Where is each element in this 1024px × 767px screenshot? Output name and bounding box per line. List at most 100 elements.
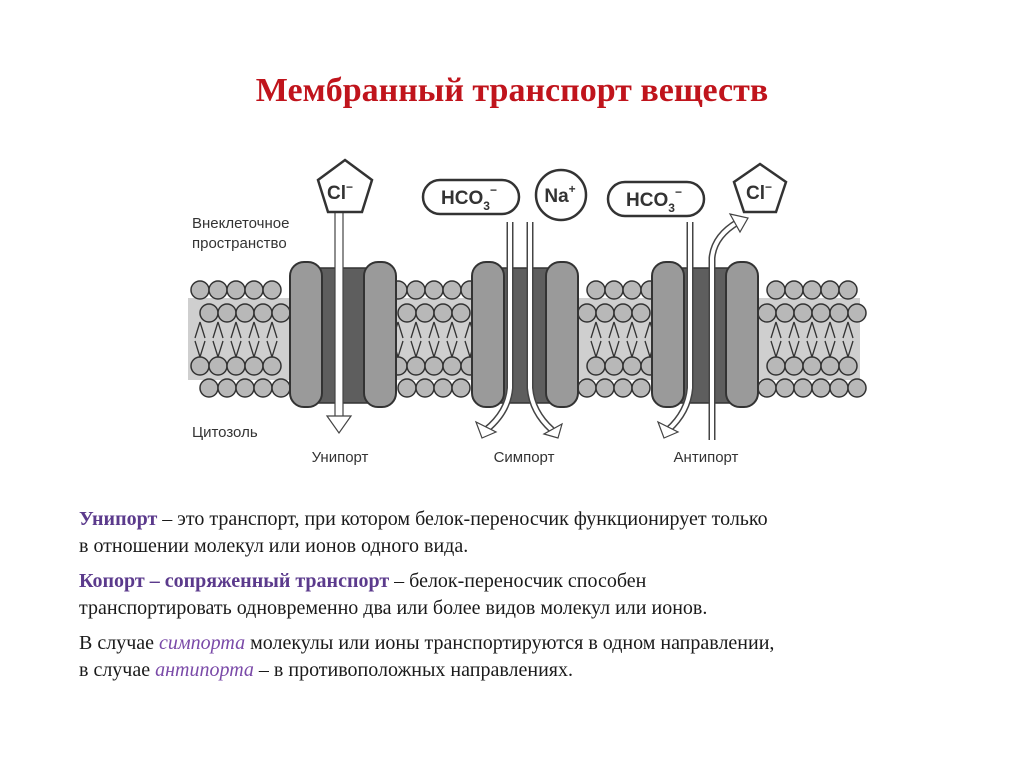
lipid-head xyxy=(604,280,624,300)
lipid-head xyxy=(838,280,858,300)
lipid-head xyxy=(847,378,867,398)
lipid-head xyxy=(766,280,786,300)
symport-hco3-ion: HCO3− xyxy=(421,178,521,216)
lipid-tail xyxy=(446,321,458,339)
lipid-head xyxy=(757,303,777,323)
lipid-head xyxy=(397,303,417,323)
extracellular-label-line1: Внеклеточное xyxy=(192,215,289,232)
lipid-head xyxy=(775,303,795,323)
lipid-head xyxy=(397,378,417,398)
symport-protein xyxy=(471,261,579,408)
antiport-protein-left xyxy=(651,261,685,408)
lipid-head xyxy=(631,378,651,398)
uniport-protein-right xyxy=(363,261,397,408)
lipid-head xyxy=(208,356,228,376)
lipid-tail xyxy=(788,340,800,358)
antiport-protein-right xyxy=(725,261,759,408)
lipid-head xyxy=(271,303,291,323)
lipid-tail xyxy=(248,340,260,358)
uniport-cl-ion: Cl− xyxy=(316,158,374,214)
paragraph-uniport: Унипорт – это транспорт, при котором бел… xyxy=(79,508,768,557)
lipid-tail xyxy=(590,340,602,358)
lipid-head xyxy=(820,356,840,376)
lipid-head xyxy=(622,280,642,300)
lipid-head xyxy=(226,356,246,376)
lipid-tail xyxy=(626,340,638,358)
lipid-head xyxy=(190,356,210,376)
lipid-head xyxy=(775,378,795,398)
lipid-tail xyxy=(230,340,242,358)
antiport-hco3-ion: HCO3− xyxy=(606,180,706,218)
cytosol-label: Цитозоль xyxy=(192,424,258,441)
symport-arrow-2 xyxy=(526,222,563,439)
membrane-transport-diagram: Cl− HCO3− Na+ HCO3− Cl− Внеклеточное про… xyxy=(188,158,867,466)
svg-text:Cl−: Cl− xyxy=(746,180,772,204)
lipid-tail xyxy=(770,321,782,339)
lipid-head xyxy=(820,280,840,300)
lipid-head xyxy=(262,356,282,376)
antiport-label: Антипорт xyxy=(674,449,739,466)
extracellular-label-line2: пространство xyxy=(192,235,287,252)
lipid-head xyxy=(244,356,264,376)
lipid-head xyxy=(451,378,471,398)
lipid-head xyxy=(406,356,426,376)
term-uniport: Унипорт xyxy=(79,508,158,530)
antiport-protein xyxy=(651,261,759,408)
lipid-tail xyxy=(806,321,818,339)
lipid-head xyxy=(847,303,867,323)
lipid-tail xyxy=(446,340,458,358)
lipid-head xyxy=(235,378,255,398)
lipid-head xyxy=(424,280,444,300)
lipid-head xyxy=(829,378,849,398)
lipid-tail xyxy=(410,321,422,339)
term-antiport: антипорта xyxy=(155,659,254,681)
slide-title: Мембранный транспорт веществ xyxy=(255,72,769,109)
lipid-tail xyxy=(842,340,854,358)
paragraph-symport-antiport: В случае симпорта молекулы или ионы тран… xyxy=(79,632,775,681)
lipid-head xyxy=(577,303,597,323)
symport-arrow-1 xyxy=(474,222,514,439)
lipid-tail xyxy=(194,321,206,339)
lipid-head xyxy=(271,378,291,398)
svg-text:Cl−: Cl− xyxy=(327,180,353,204)
uniport-label: Унипорт xyxy=(312,449,369,466)
lipid-tail xyxy=(266,321,278,339)
lipid-head xyxy=(217,378,237,398)
svg-text:Na+: Na+ xyxy=(544,182,575,207)
lipid-tail xyxy=(608,340,620,358)
lipid-tail xyxy=(770,340,782,358)
lipid-tail xyxy=(590,321,602,339)
lipid-head xyxy=(802,356,822,376)
uniport-protein-left xyxy=(289,261,323,408)
lipid-head xyxy=(577,378,597,398)
lipid-tail xyxy=(608,321,620,339)
lipid-head xyxy=(586,280,606,300)
lipid-head xyxy=(595,303,615,323)
uniport-protein xyxy=(289,261,397,408)
lipid-head xyxy=(631,303,651,323)
lipid-head xyxy=(244,280,264,300)
lipid-tails xyxy=(194,321,854,358)
lipid-head xyxy=(811,303,831,323)
lipid-head xyxy=(433,378,453,398)
lipid-head xyxy=(217,303,237,323)
lipid-head xyxy=(199,303,219,323)
lipid-head xyxy=(424,356,444,376)
lipid-head xyxy=(613,378,633,398)
symport-protein-right xyxy=(545,261,579,408)
lipid-head xyxy=(208,280,228,300)
lipid-tail xyxy=(428,321,440,339)
lipid-head xyxy=(595,378,615,398)
svg-text:HCO3−: HCO3− xyxy=(626,185,682,215)
lipid-head xyxy=(604,356,624,376)
lipid-tail xyxy=(194,340,206,358)
lipid-head xyxy=(199,378,219,398)
lipid-head xyxy=(253,303,273,323)
lipid-tail xyxy=(842,321,854,339)
paragraph-coport: Копорт – сопряженный транспорт – белок-п… xyxy=(79,570,708,619)
antiport-cl-ion: Cl− xyxy=(732,162,788,214)
lipid-head xyxy=(757,378,777,398)
lipid-head xyxy=(793,303,813,323)
lipid-tail xyxy=(824,340,836,358)
lipid-tail xyxy=(248,321,260,339)
